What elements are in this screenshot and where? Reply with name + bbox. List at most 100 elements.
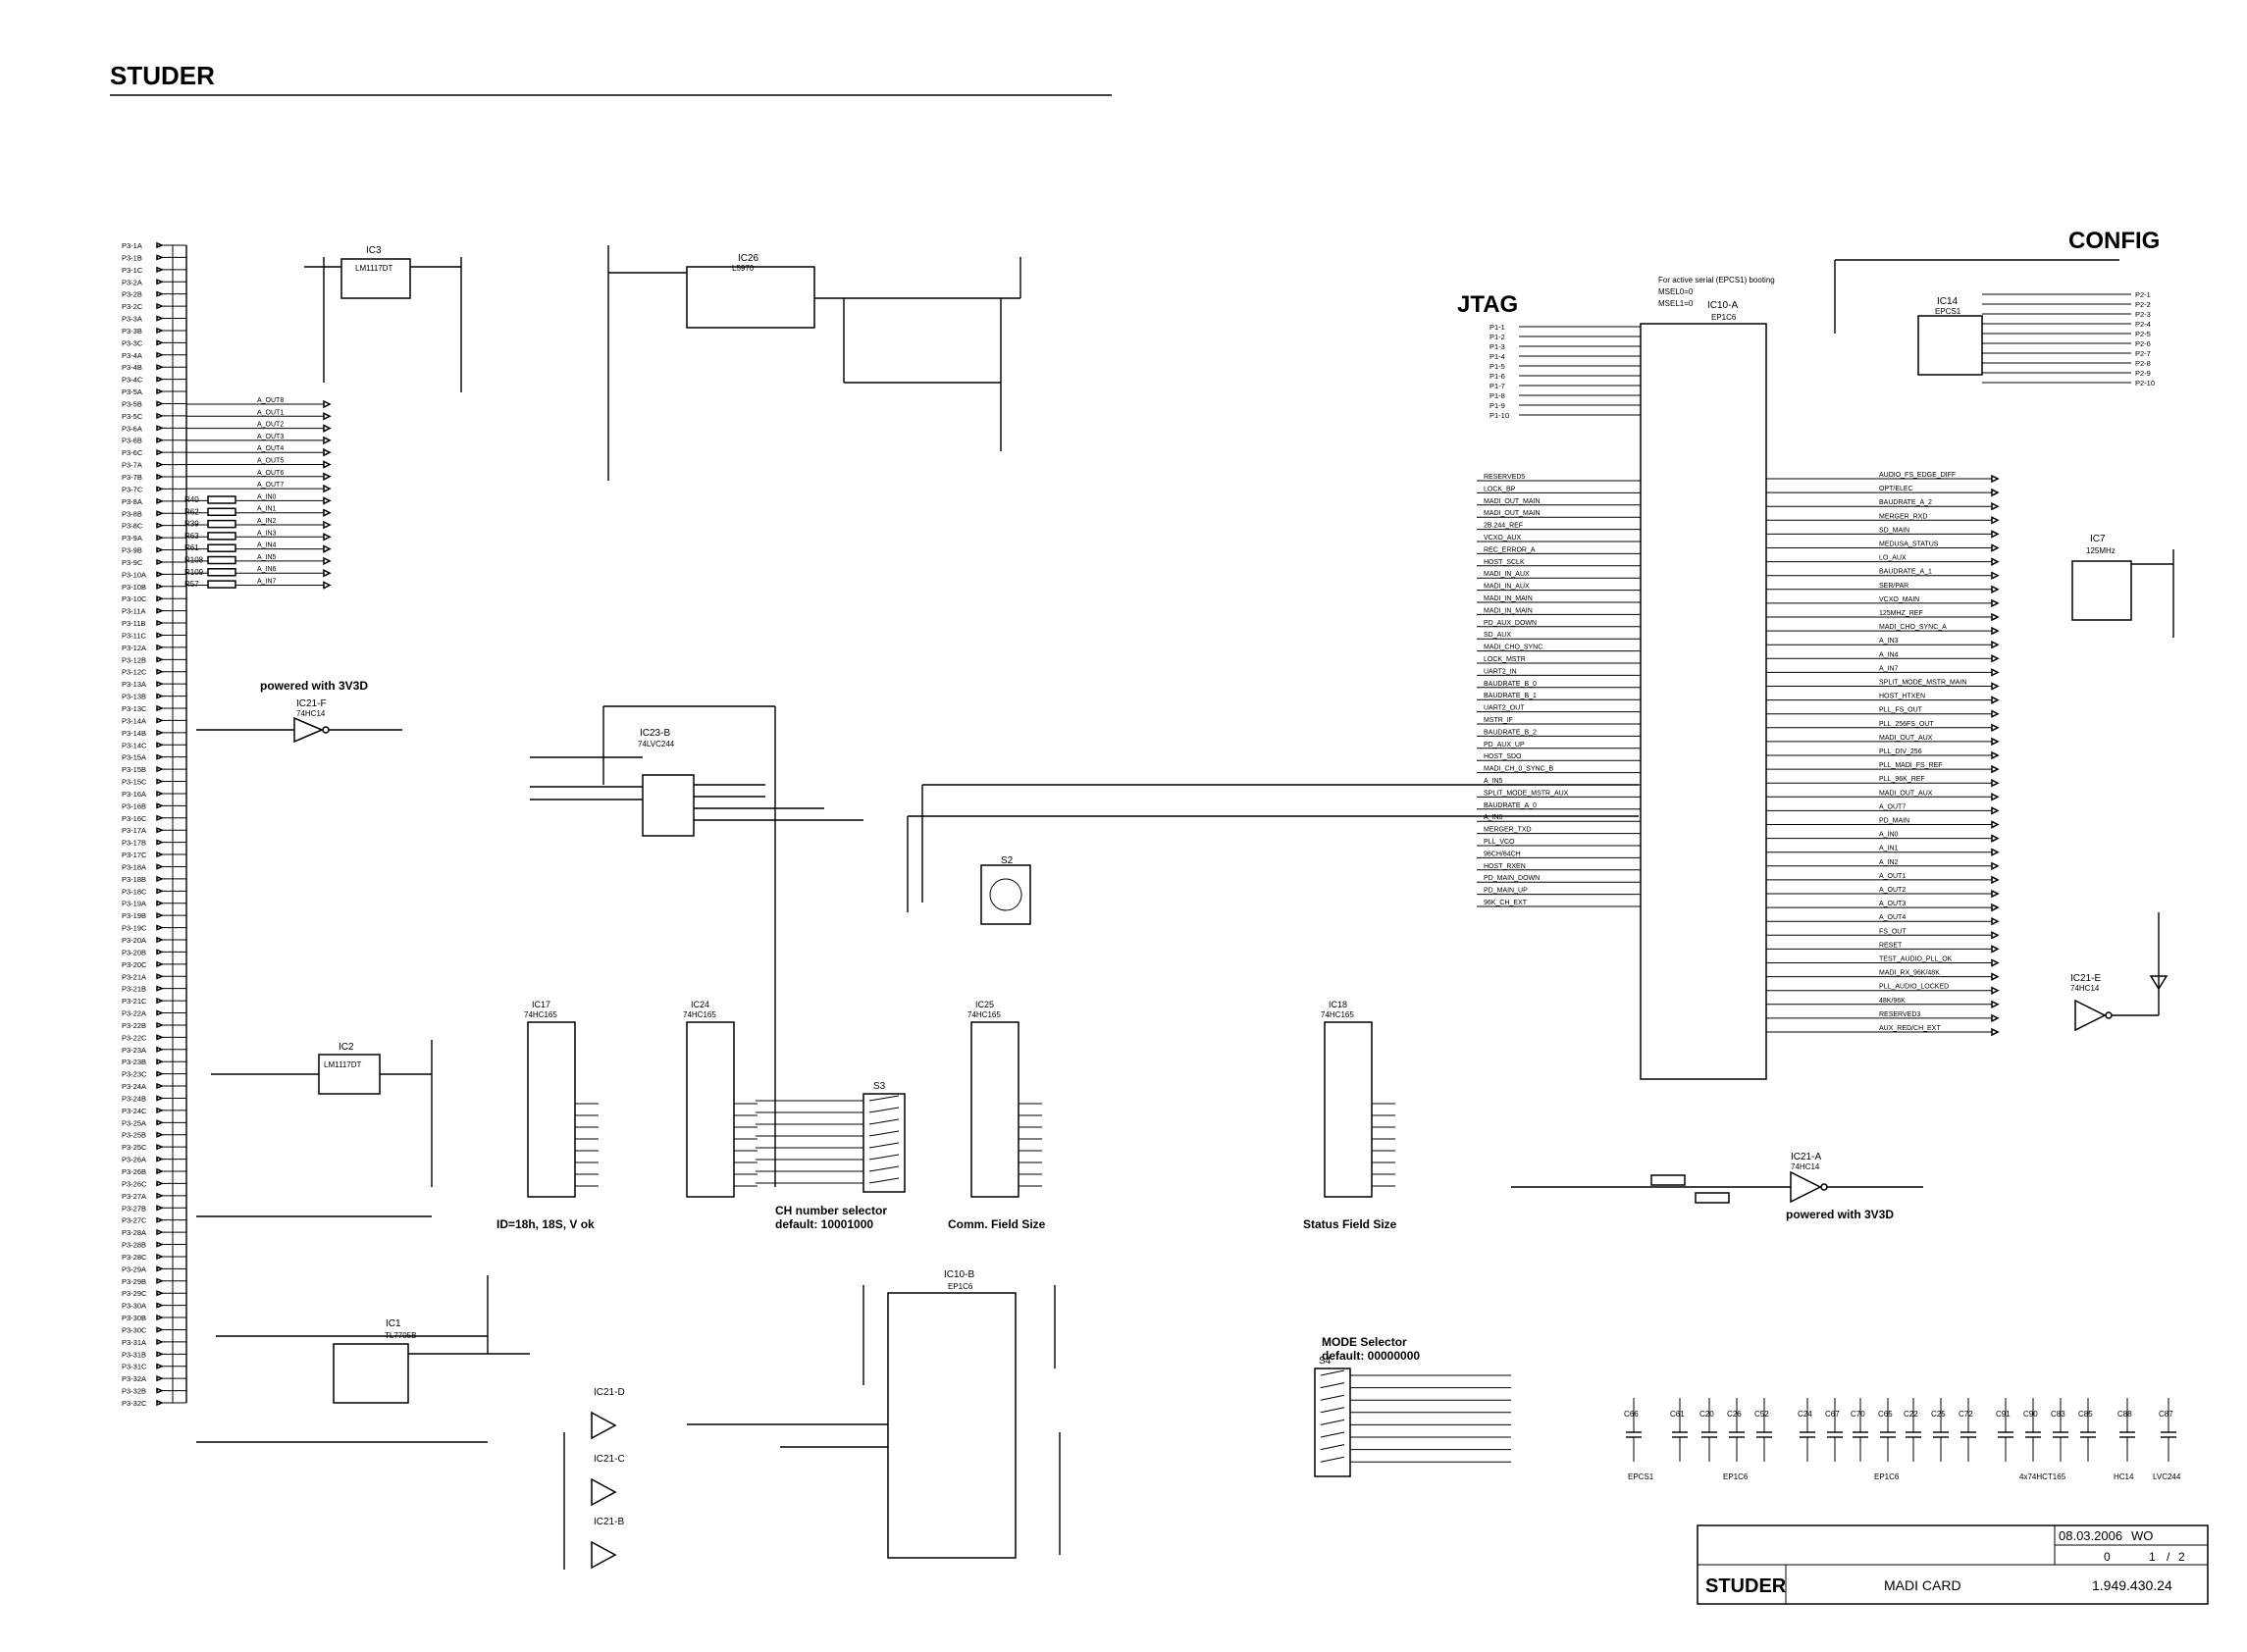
fpga-right-signal: 125MHZ_REF xyxy=(1879,610,1923,617)
p3-pin-arrow-icon xyxy=(156,681,165,688)
net-flag-icon xyxy=(1991,958,2000,967)
p3-pin-label: P3-26C xyxy=(122,1179,147,1188)
p3-pin-arrow-icon xyxy=(156,571,165,578)
decap-label: C67 xyxy=(1825,1410,1840,1419)
p3-pin-arrow-icon xyxy=(156,1082,165,1090)
p3-pin-arrow-icon xyxy=(156,1034,165,1041)
ic1-box xyxy=(333,1343,409,1404)
fpga-left-signal: UART2_IN xyxy=(1484,668,1517,675)
net-flag-icon xyxy=(1991,778,2000,788)
p3-pin-label: P3-30A xyxy=(122,1302,146,1311)
fpga-left-signal: MADI_CH_0_SYNC_B xyxy=(1484,766,1554,773)
p3-pin-arrow-icon xyxy=(156,461,165,468)
p3-pin-label: P3-25B xyxy=(122,1131,146,1140)
shift-registers: IC1774HC165IC2474HC165IC2574HC165IC1874H… xyxy=(524,1000,1395,1198)
p3-pin-arrow-icon xyxy=(156,742,165,749)
fpga-left-signal: MERGER_TXD xyxy=(1484,827,1532,834)
fpga-left-signal: REC_ERROR_A xyxy=(1484,546,1536,553)
left-net-label: A_IN0 xyxy=(257,493,277,500)
dip-switch-lever xyxy=(1320,1419,1345,1425)
p3-pin-arrow-icon xyxy=(156,254,165,261)
p3-pin-arrow-icon xyxy=(156,1021,165,1029)
p3-pin-label: P3-25A xyxy=(122,1118,146,1127)
index-value: 0 xyxy=(2104,1550,2111,1564)
left-resistor-body xyxy=(207,543,236,552)
p3-pin-label: P3-22C xyxy=(122,1033,147,1042)
p3-pin-label: P3-3A xyxy=(122,315,142,324)
shift-register-label: IC18 xyxy=(1329,1000,1347,1009)
p3-pin-label: P3-16A xyxy=(122,790,146,799)
fpga-right-signal: A_IN4 xyxy=(1879,651,1899,658)
shift-register-label: IC25 xyxy=(975,1000,994,1009)
p3-pin-arrow-icon xyxy=(156,1277,165,1284)
p3-pin-label: P3-20B xyxy=(122,948,146,956)
p3-pin-arrow-icon xyxy=(156,632,165,639)
fpga-right-signal: TEST_AUDIO_PLL_OK xyxy=(1879,956,1953,963)
studer-logo: STUDER xyxy=(110,61,215,90)
ch-selector-default: default: 10001000 xyxy=(775,1217,873,1231)
s2-box xyxy=(980,864,1031,925)
fpga-right-signal: A_IN2 xyxy=(1879,859,1899,866)
left-resistor-body xyxy=(207,519,236,529)
net-flag-icon xyxy=(1991,598,2000,608)
ic10a-box xyxy=(1640,323,1767,1080)
p3-pin-label: P3-20A xyxy=(122,936,146,945)
p3-pin-label: P3-28C xyxy=(122,1253,147,1262)
p3-pin-label: P3-30B xyxy=(122,1314,146,1322)
p3-pin-label: P3-25C xyxy=(122,1143,147,1152)
ic3-box xyxy=(340,258,411,299)
left-net-label: A_OUT5 xyxy=(257,458,284,465)
mode-selector-note: MODE Selector xyxy=(1322,1335,1407,1349)
net-flag-icon xyxy=(323,412,332,421)
dip-switch-lever xyxy=(1320,1444,1345,1451)
ic21e-label: IC21-E xyxy=(2070,973,2101,984)
fpga-right-signal: FS_OUT xyxy=(1879,928,1907,935)
fpga-left-signal: BAUDRATE_B_0 xyxy=(1484,681,1537,688)
dip-switch-lever xyxy=(868,1107,900,1113)
p3-pin-label: P3-2B xyxy=(122,290,142,299)
p3-pin-arrow-icon xyxy=(156,1375,165,1382)
p3-pin-arrow-icon xyxy=(156,241,165,249)
net-flag-icon xyxy=(323,520,332,530)
p3-pin-arrow-icon xyxy=(156,412,165,420)
p3-pin-label: P3-17C xyxy=(122,851,147,859)
p3-pin-label: P3-24C xyxy=(122,1107,147,1115)
fpga-left-signal: LOCK_BP xyxy=(1484,486,1516,492)
dip-switch-lever xyxy=(1320,1431,1345,1438)
p2-pin-label: P2-4 xyxy=(2135,320,2151,329)
left-nets: A_OUT8A_OUT1A_OUT2A_OUT3A_OUT4A_OUT5A_OU… xyxy=(184,397,332,590)
boot-note-msel1: MSEL1=0 xyxy=(1658,299,1694,308)
ic21a-label: IC21-A xyxy=(1791,1152,1821,1162)
p3-pin-label: P3-19A xyxy=(122,900,146,908)
p3-pin-label: P3-24B xyxy=(122,1094,146,1103)
id-note: ID=18h, 18S, V ok xyxy=(496,1217,595,1231)
net-flag-icon xyxy=(1991,972,2000,981)
p3-pin-label: P3-10A xyxy=(122,570,146,579)
fpga-right-signal: PLL_DIV_256 xyxy=(1879,749,1922,755)
p3-pin-arrow-icon xyxy=(156,973,165,980)
left-net-label: A_OUT2 xyxy=(257,422,284,429)
p3-pin-arrow-icon xyxy=(156,912,165,919)
p3-pin-arrow-icon xyxy=(156,753,165,760)
author-value: WO xyxy=(2131,1528,2153,1543)
fpga-left-signal: PD_MAIN_UP xyxy=(1484,888,1528,895)
left-net-label: A_IN6 xyxy=(257,566,277,573)
p3-pin-label: P3-16C xyxy=(122,814,147,823)
jtag-pin-label: P1-5 xyxy=(1489,362,1505,371)
fpga-left-signal: 2B.244_REF xyxy=(1484,523,1523,530)
left-net-label: A_IN7 xyxy=(257,579,277,586)
p2-pin-label: P2-7 xyxy=(2135,349,2151,358)
p3-pin-label: P3-27C xyxy=(122,1216,147,1225)
p3-pin-label: P3-17A xyxy=(122,826,146,835)
decap-label: C61 xyxy=(1670,1410,1685,1419)
ic21f-gate xyxy=(293,716,324,744)
p3-pin-arrow-icon xyxy=(156,1351,165,1358)
p3-pin-arrow-icon xyxy=(156,279,165,285)
left-resistor-body xyxy=(207,568,236,577)
p3-pin-label: P3-1A xyxy=(122,241,142,250)
p3-pin-arrow-icon xyxy=(156,534,165,542)
net-flag-icon xyxy=(1991,723,2000,733)
fpga-left-signal: PD_AUX_DOWN xyxy=(1484,620,1537,627)
p3-pin-label: P3-10B xyxy=(122,583,146,592)
ic1-label: IC1 xyxy=(386,1318,401,1329)
